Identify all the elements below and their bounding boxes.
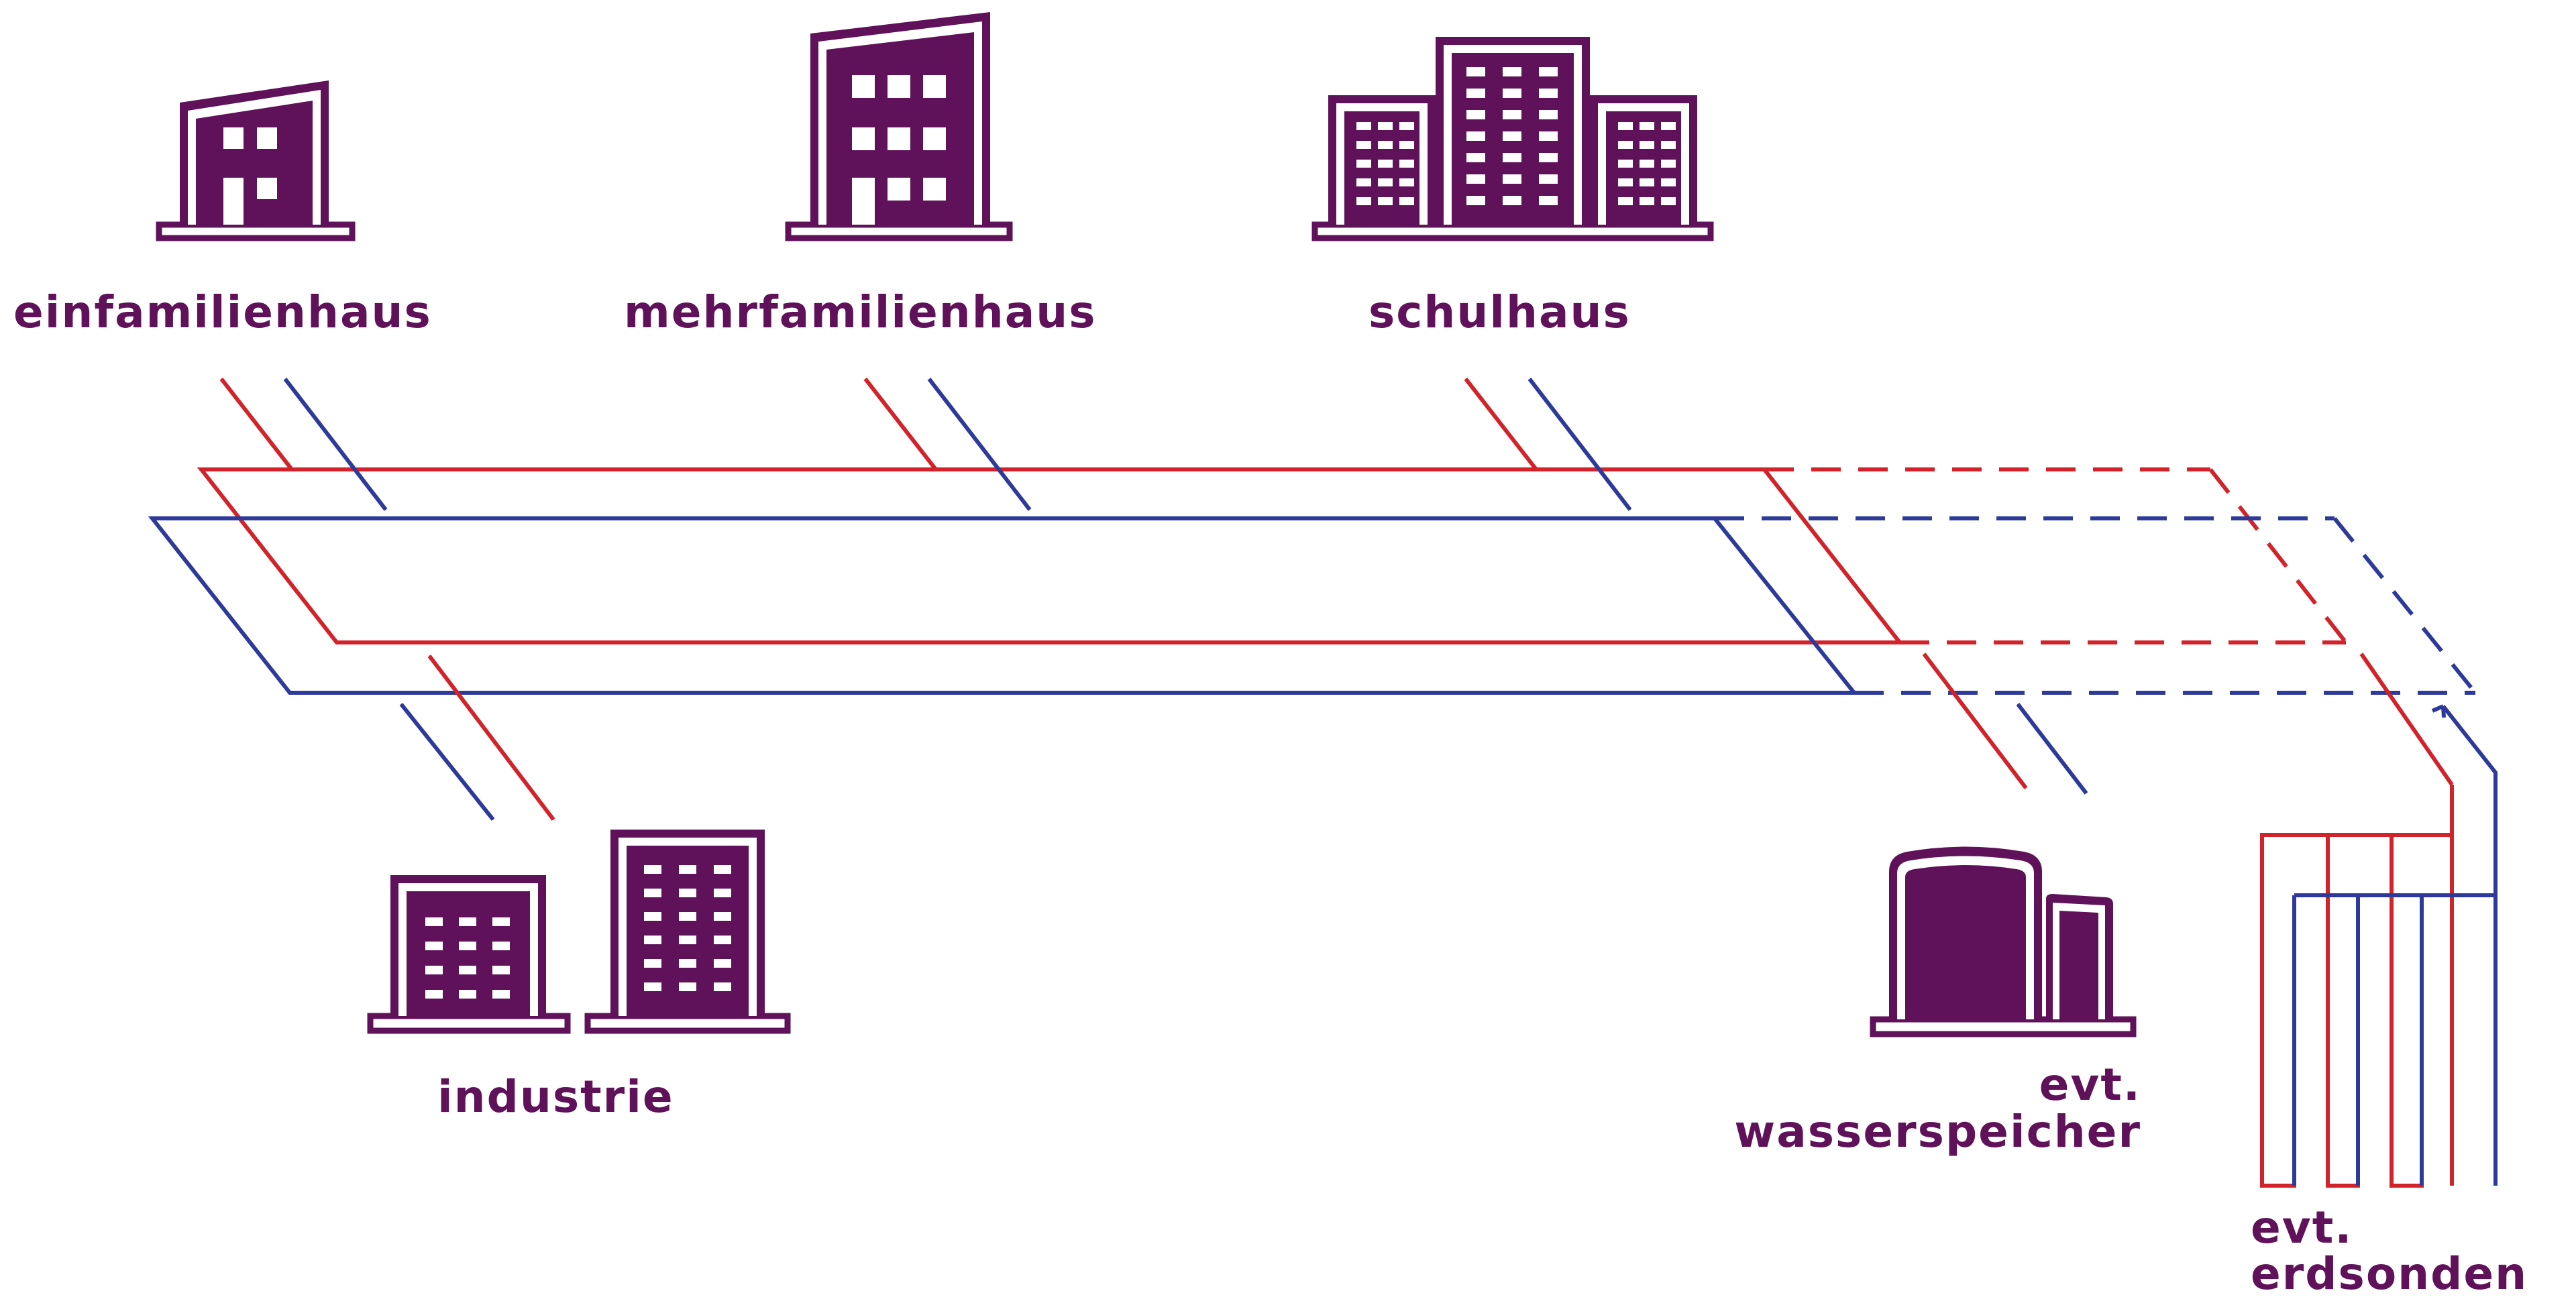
cold-pipe-loop [148,516,1856,695]
einfamilienhaus-label: einfamilienhaus [13,286,432,338]
erdsonden-label-line2: erdsonden [2251,1248,2528,1299]
connection-arrows [219,378,2454,821]
industrie-label: industrie [437,1071,674,1123]
warm-pipe-extension [1764,467,2348,644]
schulhaus-supply-arrow [1464,378,1538,471]
ground-probe-icon [2260,704,2498,1188]
erdsonden-charge-arrow [2359,653,2454,786]
schulhaus-return-arrow [1527,378,1632,511]
einfamilienhaus-supply-arrow [219,378,294,471]
wasserspeicher-discharge-arrow [2016,703,2088,795]
mehrfamilienhaus-return-arrow [927,378,1032,511]
wasserspeicher-label-line2: wasserspeicher [1734,1106,2141,1157]
schulhaus-label: schulhaus [1368,286,1631,338]
industrie-cold-arrow [399,703,495,821]
industry-buildings-icon [367,830,791,1034]
erdsonden-label-line1: evt. [2251,1202,2353,1253]
warm-pipe-loop [197,467,1902,644]
school-building-icon [1311,37,1714,241]
mehrfamilienhaus-label: mehrfamilienhaus [624,286,1097,338]
mehrfamilienhaus-supply-arrow [863,378,938,471]
wasserspeicher-label-line1: evt. [2039,1059,2141,1111]
single-family-house-icon [156,80,356,241]
industrie-warm-arrow [427,655,555,821]
apartment-building-icon [785,12,1013,241]
cold-pipe-extension [1715,516,2477,695]
water-tank-icon [1870,846,2137,1037]
wasserspeicher-charge-arrow [1922,653,2028,789]
einfamilienhaus-return-arrow [283,378,388,511]
